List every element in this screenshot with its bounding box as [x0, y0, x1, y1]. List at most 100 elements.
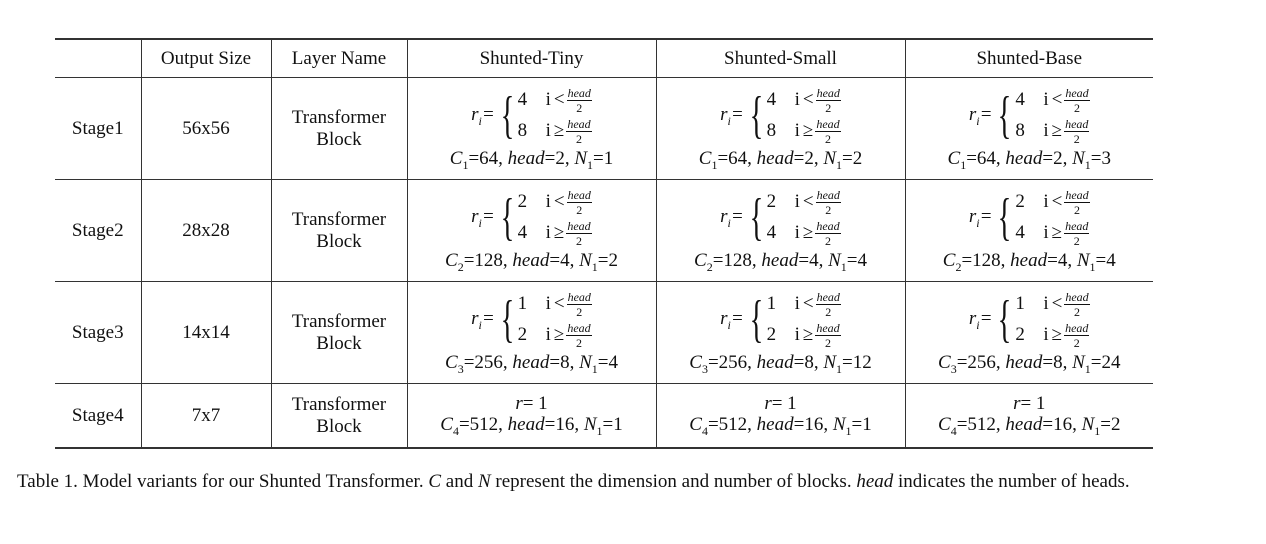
case-operator: < — [802, 293, 814, 315]
c-symbol: C — [942, 250, 956, 271]
fraction-numerator: head — [566, 116, 592, 132]
r-label: ri= — [720, 307, 744, 332]
c-value: =128, — [712, 250, 762, 271]
n-value: =4 — [846, 250, 867, 271]
fraction-numerator: head — [815, 116, 841, 132]
table-header-row: Output Size Layer Name Shunted-Tiny Shun… — [55, 39, 1153, 78]
fraction-numerator: head — [1064, 187, 1090, 203]
output-size-cell: 14x14 — [140, 281, 271, 384]
n-subscript: 1 — [1089, 259, 1096, 274]
fraction-denominator: 2 — [1073, 233, 1080, 248]
case-value: 1 — [766, 293, 777, 315]
header-layer-name: Layer Name — [270, 39, 407, 78]
fraction-denominator: 2 — [825, 202, 832, 217]
fraction-numerator: head — [1064, 289, 1090, 305]
fraction-denominator: 2 — [575, 335, 582, 350]
case-value: 8 — [517, 120, 528, 142]
n-value: =2 — [842, 148, 863, 169]
c-value: =64, — [717, 148, 757, 169]
c-symbol: C — [938, 414, 951, 436]
layer-name-line1: Transformer — [291, 208, 387, 230]
r-value: = 1 — [1020, 392, 1046, 414]
case-operator: ≥ — [802, 222, 814, 244]
case-operator: < — [1051, 191, 1063, 213]
left-brace-icon: { — [749, 87, 763, 144]
case-value: 4 — [1015, 222, 1025, 244]
fraction-denominator: 2 — [1074, 304, 1081, 319]
n-subscript: 1 — [596, 424, 603, 439]
n-value: =4 — [597, 352, 618, 373]
params-line: C4=512, head=16, N1=1 — [689, 415, 871, 438]
case-operator: ≥ — [1051, 222, 1063, 244]
case-value: 4 — [517, 89, 528, 111]
n-value: =3 — [1090, 148, 1111, 169]
n-value: =24 — [1090, 352, 1121, 373]
model-variants-table: Output Size Layer Name Shunted-Tiny Shun… — [55, 38, 1153, 449]
n-symbol: N — [823, 352, 837, 373]
fraction-numerator: head — [566, 320, 592, 336]
c-symbol: C — [698, 148, 712, 169]
case-index: i — [794, 191, 800, 213]
r-label: ri= — [720, 205, 744, 230]
caption-text-2: and — [441, 471, 478, 492]
r-constant: r= 1 — [440, 393, 622, 415]
fraction-numerator: head — [1064, 218, 1090, 234]
params-line: C3=256, head=8, N1=24 — [938, 352, 1121, 376]
r-label: ri= — [968, 307, 993, 332]
fraction-numerator: head — [815, 218, 841, 234]
case-operator: < — [802, 191, 814, 213]
case-value: 2 — [1015, 191, 1025, 213]
r-subscript: i — [976, 113, 980, 128]
case-index: i — [1043, 191, 1049, 213]
r-symbol: r — [471, 103, 479, 125]
params-line: C2=128, head=4, N1=4 — [694, 250, 867, 274]
fraction-denominator: 2 — [825, 100, 832, 115]
case-operator: < — [553, 89, 565, 111]
c-symbol: C — [694, 250, 707, 271]
n-symbol: N — [574, 148, 588, 169]
stage-cell: Stage3 — [55, 281, 141, 384]
head-label: head — [1005, 148, 1043, 169]
caption-text-1: Table 1. Model variants for our Shunted … — [17, 471, 429, 492]
r-subscript: i — [976, 317, 980, 332]
case-index: i — [1043, 120, 1049, 142]
header-shunted-base: Shunted-Base — [904, 39, 1153, 78]
case-index: i — [545, 324, 551, 346]
fraction-denominator: 2 — [1073, 131, 1080, 146]
params-line: C3=256, head=8, N1=12 — [689, 352, 871, 376]
r-subscript: i — [478, 317, 482, 332]
fraction-numerator: head — [1064, 320, 1090, 336]
n-subscript: 1 — [845, 424, 852, 439]
c-value: =64, — [468, 148, 508, 169]
header-output-size: Output Size — [140, 39, 271, 78]
left-brace-icon: { — [998, 189, 1012, 246]
fraction-denominator: 2 — [1073, 335, 1080, 350]
fraction-denominator: 2 — [824, 335, 831, 350]
case-index: i — [545, 89, 551, 111]
head-value: =8, — [793, 352, 824, 373]
fraction-denominator: 2 — [1074, 202, 1081, 217]
head-value: =8, — [1042, 352, 1073, 373]
case-index: i — [545, 222, 551, 244]
r-label: ri= — [720, 103, 744, 128]
head-value: =2, — [793, 148, 824, 169]
r-label: ri= — [968, 103, 993, 128]
